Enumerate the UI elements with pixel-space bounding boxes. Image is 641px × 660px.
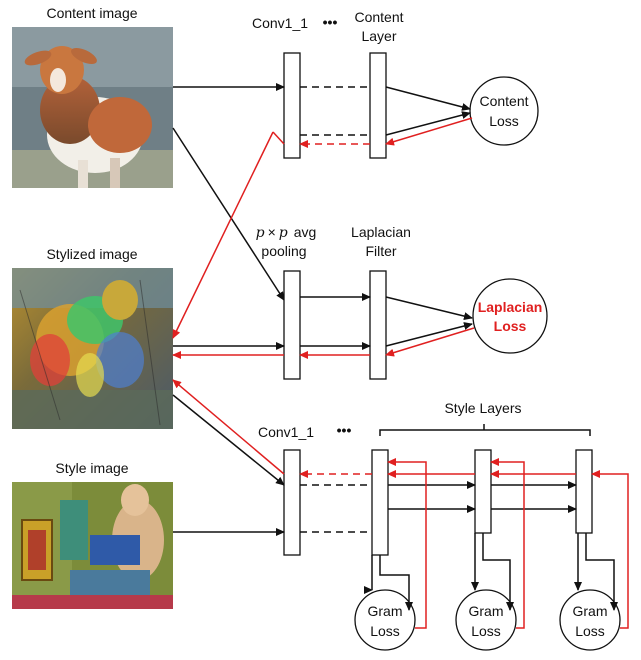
style-conv1-1-layer xyxy=(283,449,301,556)
stylized-image-label: Stylized image xyxy=(46,246,137,262)
style-layers-label: Style Layers xyxy=(444,400,521,416)
content-loss-line2: Loss xyxy=(489,113,519,129)
laplacian-loss: Laplacian Loss xyxy=(472,278,548,354)
content-image-label: Content image xyxy=(46,5,137,21)
gram-loss-2: Gram Loss xyxy=(455,589,517,651)
ellipsis-bottom: ••• xyxy=(337,422,352,438)
arrow-content-to-pooling xyxy=(172,127,285,301)
laplacian-filter-label-line2: Filter xyxy=(365,243,396,259)
red-lap-loss-back xyxy=(385,327,475,357)
style-layers-bracket xyxy=(379,424,591,436)
pooling-label-line2: pooling xyxy=(261,243,306,259)
style-layer-2 xyxy=(474,449,492,534)
red-content-to-stylized xyxy=(172,131,274,339)
content-layer-label-line1: Content xyxy=(354,9,403,25)
content-layer-label-line2: Layer xyxy=(361,28,396,44)
arrow-content-layer-to-loss-1 xyxy=(385,86,471,111)
style-image-label: Style image xyxy=(55,460,128,476)
style-image xyxy=(12,482,173,609)
conv1-1-bottom-label: Conv1_1 xyxy=(258,424,314,440)
content-loss: Content Loss xyxy=(469,76,539,146)
gram-loss-1-line1: Gram xyxy=(368,603,403,619)
pooling-p-1: p xyxy=(256,225,265,241)
ellipsis-top: ••• xyxy=(323,14,338,30)
red-style-conv-to-stylized xyxy=(172,379,285,475)
laplacian-filter-label-line1: Laplacian xyxy=(351,224,411,240)
laplacian-loss-line2: Loss xyxy=(494,318,527,334)
arrow-style1-to-gram1-b xyxy=(379,555,413,611)
content-conv1-1-layer xyxy=(283,52,301,159)
content-image xyxy=(12,27,173,188)
laplacian-filter-layer xyxy=(369,270,387,380)
arrow-lap-to-loss-2 xyxy=(385,322,473,347)
pooling-layer xyxy=(283,270,301,380)
gram-loss-3: Gram Loss xyxy=(559,589,621,651)
stylized-image xyxy=(12,268,173,429)
arrow-content-layer-to-loss-2 xyxy=(385,111,471,136)
pooling-avg: avg xyxy=(294,224,317,240)
arrow-stylized-to-style-conv xyxy=(172,394,285,486)
gram-loss-2-line1: Gram xyxy=(469,603,504,619)
red-content-conv-stub xyxy=(272,131,285,145)
arrow-style2-to-gram2-b xyxy=(482,533,514,611)
content-loss-line1: Content xyxy=(479,93,528,109)
red-gram2-to-style2 xyxy=(490,458,525,629)
style-layer-3 xyxy=(575,449,593,534)
pooling-p-2: p xyxy=(279,225,288,241)
style-layer-1 xyxy=(371,449,389,556)
red-gram3-to-style3 xyxy=(591,470,629,629)
content-layer-box xyxy=(369,52,387,159)
gram-loss-2-line2: Loss xyxy=(471,623,501,639)
gram-loss-3-line1: Gram xyxy=(573,603,608,619)
pooling-times: × xyxy=(268,224,276,240)
arrow-lap-to-loss-1 xyxy=(385,296,473,320)
red-content-loss-back xyxy=(385,117,473,146)
gram-loss-3-line2: Loss xyxy=(575,623,605,639)
gram-loss-1-line2: Loss xyxy=(370,623,400,639)
arrow-style3-to-gram3-b xyxy=(585,533,618,611)
laplacian-loss-line1: Laplacian xyxy=(478,299,543,315)
gram-loss-1: Gram Loss xyxy=(354,589,416,651)
conv1-1-top-label: Conv1_1 xyxy=(252,15,308,31)
red-gram1-to-style1 xyxy=(387,458,427,629)
